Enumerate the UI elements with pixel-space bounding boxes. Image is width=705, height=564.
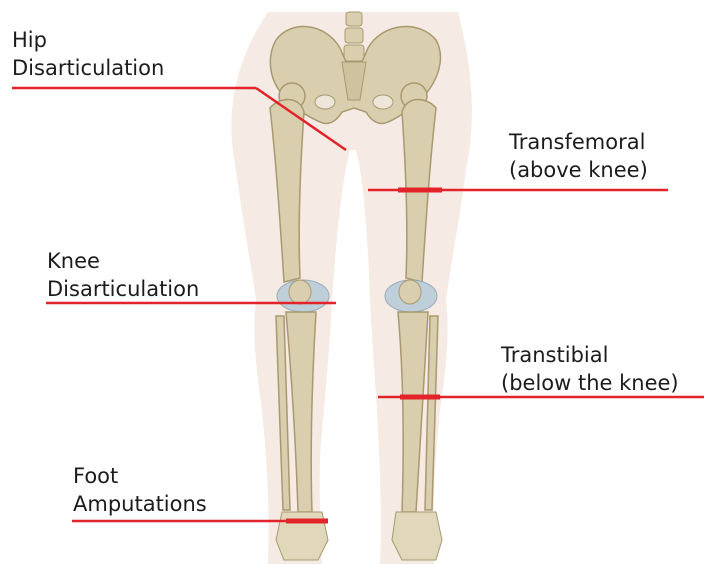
obturator-right: [373, 95, 393, 109]
knee-label-line1: Knee: [47, 247, 199, 275]
label-knee-disarticulation: Knee Disarticulation: [47, 247, 199, 303]
transfemoral-label-line1: Transfemoral: [509, 128, 648, 156]
lower-leg-bones: [276, 312, 438, 512]
transtibial-label-line1: Transtibial: [501, 341, 679, 369]
transtibial-label-line2: (below the knee): [501, 369, 679, 397]
foot-label-line2: Amputations: [73, 490, 207, 518]
hip-label-line2: Disarticulation: [12, 54, 164, 82]
obturator-left: [315, 95, 335, 109]
label-hip-disarticulation: Hip Disarticulation: [12, 26, 164, 82]
foot-label-line1: Foot: [73, 462, 207, 490]
knee-label-line2: Disarticulation: [47, 275, 199, 303]
knee-joints: [277, 280, 437, 312]
spine: [344, 12, 364, 61]
label-transtibial: Transtibial (below the knee): [501, 341, 679, 397]
label-transfemoral: Transfemoral (above knee): [509, 128, 648, 184]
hip-label-line1: Hip: [12, 26, 164, 54]
transfemoral-label-line2: (above knee): [509, 156, 648, 184]
label-foot-amputations: Foot Amputations: [73, 462, 207, 518]
